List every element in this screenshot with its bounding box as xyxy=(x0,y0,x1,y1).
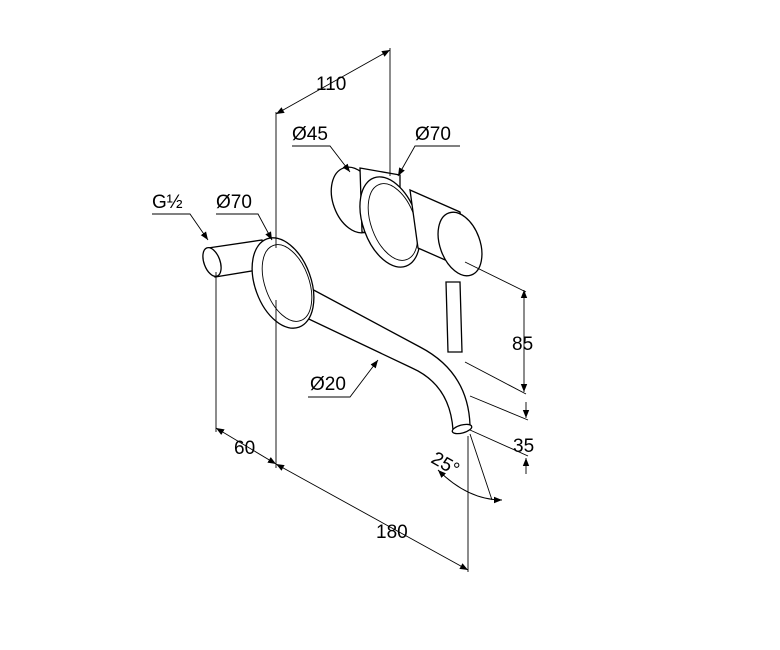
dimension-85: 85 xyxy=(464,261,533,395)
dimension-angle: 25° xyxy=(427,433,503,504)
dimension-dia45: Ø45 xyxy=(292,124,351,173)
dimension-110: 110 xyxy=(275,48,391,248)
dimension-dia70-mixer-label: Ø70 xyxy=(415,124,451,145)
dimension-dia20: Ø20 xyxy=(308,359,379,398)
dimension-dia20-label: Ø20 xyxy=(310,374,346,395)
dimension-thread-label: G½ xyxy=(152,192,183,213)
dimension-dia70-spout-label: Ø70 xyxy=(216,192,252,213)
dimension-angle-label: 25° xyxy=(427,448,462,481)
dimension-35: 35 xyxy=(469,395,534,474)
dimension-60: 60 xyxy=(215,272,277,468)
dimension-85-label: 85 xyxy=(512,334,533,355)
spout xyxy=(202,237,473,435)
dimension-110-label: 110 xyxy=(316,74,346,95)
dimension-180-label: 180 xyxy=(376,522,408,543)
mixer-body xyxy=(330,166,483,353)
dimension-35-label: 35 xyxy=(513,436,534,457)
dimension-60-label: 60 xyxy=(234,438,255,459)
dimension-dia45-label: Ø45 xyxy=(292,124,328,145)
dimension-thread: G½ xyxy=(152,192,209,241)
dimension-dia70-spout: Ø70 xyxy=(216,192,273,241)
dimension-180: 180 xyxy=(275,436,469,572)
dimension-dia70-mixer: Ø70 xyxy=(397,124,460,177)
